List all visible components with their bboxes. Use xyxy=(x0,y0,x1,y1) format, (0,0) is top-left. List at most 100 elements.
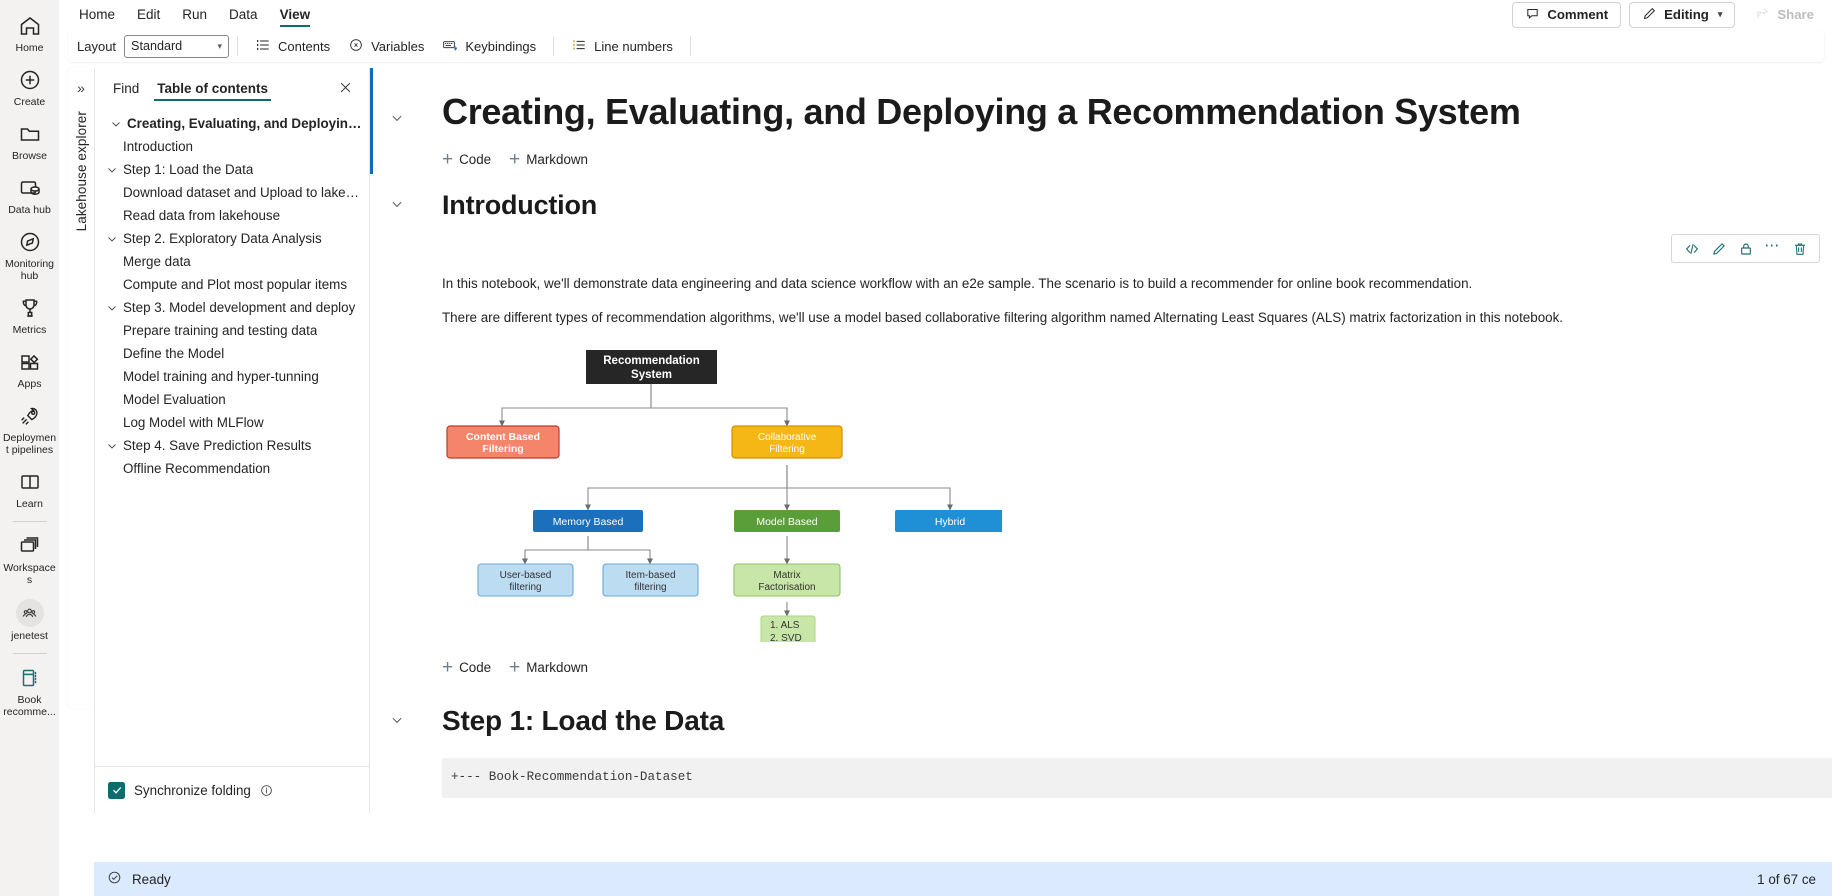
table-of-contents-panel: Find Table of contents Creating, Evaluat… xyxy=(94,68,370,813)
add-markdown-cell-button[interactable]: + Markdown xyxy=(509,150,588,169)
tab-table-of-contents[interactable]: Table of contents xyxy=(148,68,277,108)
chevron-down-icon[interactable] xyxy=(101,233,123,245)
variables-button[interactable]: Variables xyxy=(339,33,433,59)
rail-item-data-hub[interactable]: Data hub xyxy=(0,168,59,222)
toc-item-label: Compute and Plot most popular items xyxy=(123,277,348,292)
editing-mode-button[interactable]: Editing ▾ xyxy=(1629,1,1736,28)
rail-item-book-recommendation[interactable]: Book recomme... xyxy=(0,658,59,724)
toc-item[interactable]: Model Evaluation xyxy=(95,388,369,411)
rail-item-workspaces[interactable]: Workspaces xyxy=(0,526,59,592)
keybindings-button[interactable]: Keybindings xyxy=(433,33,545,59)
toc-item[interactable]: Prepare training and testing data xyxy=(95,319,369,342)
toc-item[interactable]: Read data from lakehouse xyxy=(95,204,369,227)
chevron-down-icon[interactable] xyxy=(101,440,123,452)
toc-item[interactable]: Download dataset and Upload to lakeh… xyxy=(95,181,369,204)
svg-text:User-based: User-based xyxy=(500,570,552,581)
layout-label: Layout xyxy=(77,38,117,54)
add-markdown-cell-button[interactable]: + Markdown xyxy=(509,658,588,677)
chevron-down-icon[interactable] xyxy=(101,164,123,176)
chevron-down-icon[interactable] xyxy=(101,302,123,314)
line-numbers-label: Line numbers xyxy=(594,38,673,54)
rail-item-metrics[interactable]: Metrics xyxy=(0,288,59,342)
toc-item[interactable]: Step 1: Load the Data xyxy=(95,158,369,181)
stacked-windows-icon xyxy=(17,533,43,559)
toc-item[interactable]: Step 2. Exploratory Data Analysis xyxy=(95,227,369,250)
close-icon[interactable] xyxy=(338,80,355,97)
chevron-down-icon[interactable] xyxy=(105,118,127,130)
rail-item-workspace-jenetest[interactable]: jenetest xyxy=(0,592,59,648)
check-circle-icon xyxy=(107,870,122,888)
expand-panel-icon[interactable]: » xyxy=(77,80,85,96)
synchronize-folding-checkbox[interactable] xyxy=(108,781,125,799)
step1-cell[interactable]: Step 1: Load the Data +--- Book-Recommen… xyxy=(370,682,1832,798)
introduction-cell[interactable]: Introduction In this notebook, we'll dem… xyxy=(370,174,1832,682)
share-button[interactable]: Share xyxy=(1743,2,1826,28)
toc-item-label: Introduction xyxy=(123,139,193,154)
rail-item-apps[interactable]: Apps xyxy=(0,342,59,396)
tab-find[interactable]: Find xyxy=(113,80,140,96)
menu-item-view[interactable]: View xyxy=(269,0,322,29)
add-code-cell-button[interactable]: + Code xyxy=(442,150,491,169)
rail-item-deployment-pipelines[interactable]: Deployment pipelines xyxy=(0,396,59,462)
keyboard-icon xyxy=(442,37,458,56)
cell-selection-bar xyxy=(370,68,373,174)
toc-item[interactable]: Step 3. Model development and deploy xyxy=(95,296,369,319)
svg-text:Recommendation: Recommendation xyxy=(603,355,700,367)
toc-item[interactable]: Compute and Plot most popular items xyxy=(95,273,369,296)
svg-text:filtering: filtering xyxy=(634,582,666,593)
lakehouse-explorer-label[interactable]: Lakehouse explorer xyxy=(73,111,89,232)
toc-item-label: Model Evaluation xyxy=(123,392,226,407)
svg-text:Hybrid: Hybrid xyxy=(935,516,966,528)
fold-toggle-title[interactable] xyxy=(387,108,407,128)
contents-button[interactable]: Contents xyxy=(246,33,339,59)
rail-item-home[interactable]: Home xyxy=(0,6,59,60)
variables-x-icon xyxy=(348,37,364,56)
toc-item[interactable]: Merge data xyxy=(95,250,369,273)
toc-item[interactable]: Log Model with MLFlow xyxy=(95,411,369,434)
trash-icon[interactable] xyxy=(1787,236,1812,261)
toc-item[interactable]: Model training and hyper-tunning xyxy=(95,365,369,388)
plus-icon: + xyxy=(509,148,521,170)
more-dots-icon[interactable]: ⋯ xyxy=(1760,236,1785,261)
menu-item-home[interactable]: Home xyxy=(79,7,116,22)
pencil-icon[interactable] xyxy=(1706,236,1731,261)
add-cell-row-intro: + Code + Markdown xyxy=(370,652,1832,682)
layout-selected-value: Standard xyxy=(131,39,183,53)
rail-item-monitoring-hub[interactable]: Monitoring hub xyxy=(0,222,59,288)
menu-item-run[interactable]: Run xyxy=(182,7,208,22)
rocket-icon xyxy=(17,403,43,429)
code-output-block[interactable]: +--- Book-Recommendation-Dataset xyxy=(442,758,1832,798)
diagram-node-matrix-factorisation: Matrix Factorisation xyxy=(733,563,841,597)
fold-toggle-introduction[interactable] xyxy=(387,194,407,214)
rail-item-create[interactable]: Create xyxy=(0,60,59,114)
toc-item[interactable]: Creating, Evaluating, and Deployin… xyxy=(95,112,369,135)
info-icon[interactable] xyxy=(260,784,273,797)
intro-paragraph-2: There are different types of recommendat… xyxy=(442,310,1564,325)
toc-item[interactable]: Step 4. Save Prediction Results xyxy=(95,434,369,457)
menu-item-data[interactable]: Data xyxy=(229,7,258,22)
lock-icon[interactable] xyxy=(1733,236,1758,261)
rail-item-browse[interactable]: Browse xyxy=(0,114,59,168)
comment-button[interactable]: Comment xyxy=(1512,1,1622,28)
add-code-cell-button[interactable]: + Code xyxy=(442,658,491,677)
rail-item-learn[interactable]: Learn xyxy=(0,462,59,516)
canvas-scrollbar[interactable] xyxy=(1822,68,1832,878)
line-numbers-button[interactable]: Line numbers xyxy=(562,33,682,59)
lakehouse-explorer-tab[interactable]: » Lakehouse explorer xyxy=(68,68,94,708)
toc-item-label: Prepare training and testing data xyxy=(123,323,318,338)
toc-item-label: Read data from lakehouse xyxy=(123,208,281,223)
fold-toggle-step1[interactable] xyxy=(387,710,407,730)
toc-item[interactable]: Introduction xyxy=(95,135,369,158)
pencil-icon xyxy=(1642,6,1657,24)
toc-item-list: Creating, Evaluating, and Deployin… Intro… xyxy=(95,108,369,766)
rail-divider xyxy=(12,653,47,654)
add-markdown-label: Markdown xyxy=(526,659,589,675)
synchronize-folding-label: Synchronize folding xyxy=(134,782,251,798)
status-state[interactable]: Ready xyxy=(107,870,171,888)
code-brackets-icon[interactable] xyxy=(1679,236,1704,261)
notebook-title-cell[interactable]: Creating, Evaluating, and Deploying a Re… xyxy=(370,68,1832,174)
toc-item[interactable]: Offline Recommendation xyxy=(95,457,369,480)
menu-item-edit[interactable]: Edit xyxy=(137,7,161,22)
layout-select[interactable]: Standard ▾ xyxy=(124,34,230,58)
toc-item[interactable]: Define the Model xyxy=(95,342,369,365)
